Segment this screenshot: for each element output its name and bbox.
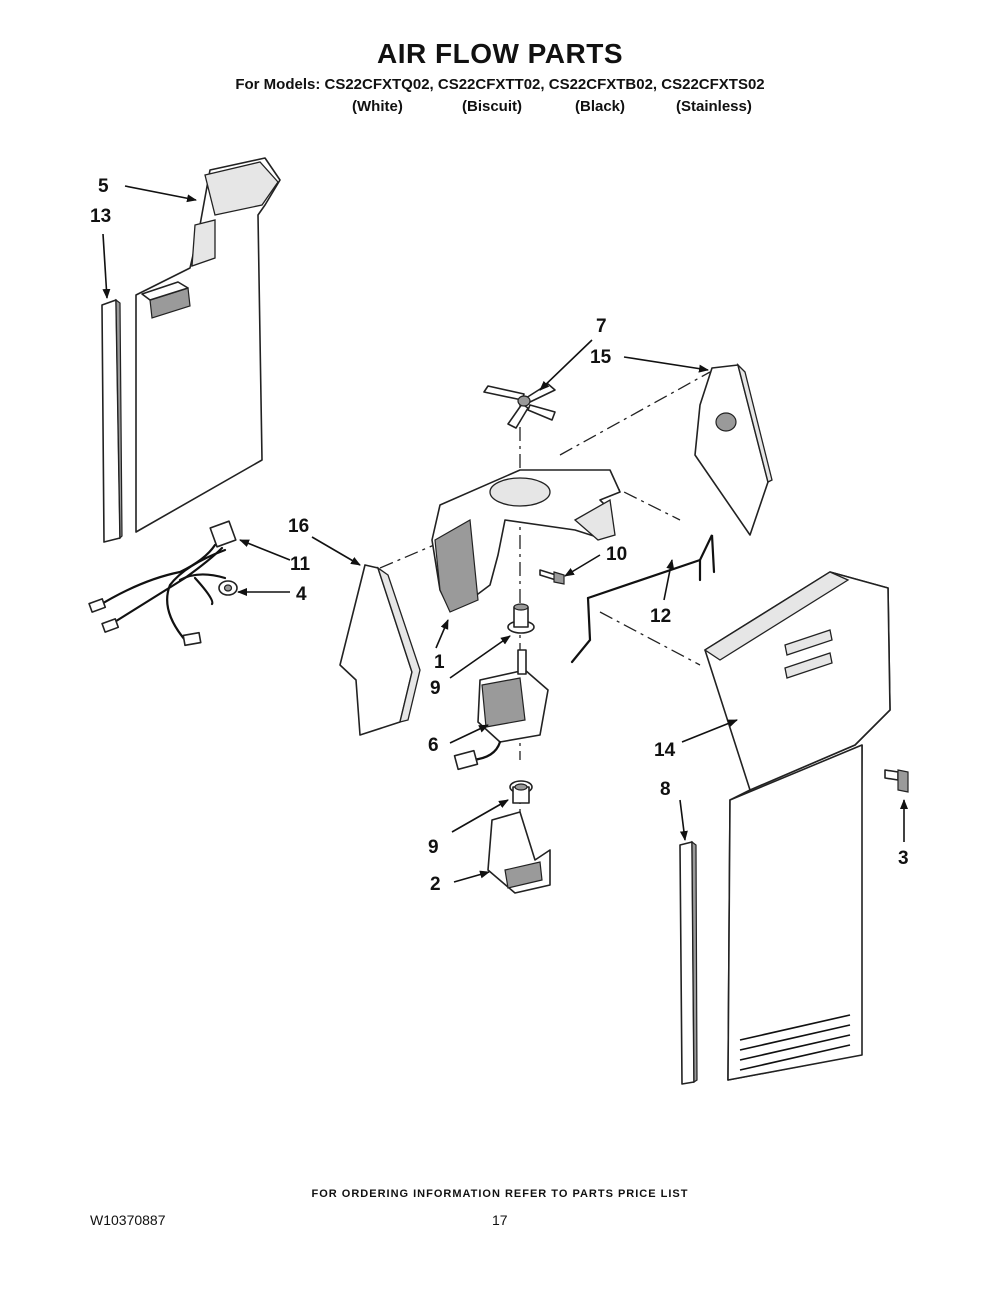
part-4-grommet	[218, 580, 238, 596]
part-8-foam-strip-right	[679, 840, 698, 1085]
part-6-fan-motor	[453, 649, 549, 771]
callout-4: 4	[296, 584, 307, 605]
ordering-note: FOR ORDERING INFORMATION REFER TO PARTS …	[311, 1188, 689, 1200]
part-7-fan-blade	[483, 383, 556, 429]
document-number: W10370887	[90, 1212, 166, 1228]
callout-10: 10	[606, 544, 627, 565]
callout-9-upper: 9	[430, 678, 441, 699]
callout-12: 12	[650, 606, 671, 627]
leader-arrows	[102, 185, 908, 883]
callout-14: 14	[654, 740, 676, 761]
callout-1: 1	[434, 652, 445, 673]
callout-8: 8	[660, 779, 671, 800]
callout-16: 16	[288, 516, 309, 537]
part-11-wire-harness	[88, 520, 237, 647]
variant-biscuit: (Biscuit)	[462, 98, 522, 115]
part-9-bushing-upper	[507, 603, 535, 634]
part-15-baffle-right	[694, 362, 773, 536]
part-10-screw	[539, 569, 565, 585]
callout-2: 2	[430, 874, 441, 895]
part-12-wire-bracket	[570, 534, 716, 664]
part-1-fan-housing	[431, 469, 621, 613]
variant-stainless: (Stainless)	[676, 98, 752, 115]
callout-7: 7	[596, 316, 607, 337]
callout-9-lower: 9	[428, 837, 439, 858]
callout-15: 15	[590, 347, 612, 368]
callout-6: 6	[428, 735, 439, 756]
callout-11: 11	[290, 554, 311, 575]
part-16-baffle-left	[339, 564, 421, 736]
callout-13: 13	[90, 206, 111, 227]
variant-black: (Black)	[575, 98, 626, 115]
page-title: AIR FLOW PARTS	[376, 38, 623, 69]
page-number: 17	[492, 1212, 508, 1228]
part-14-cover-panel	[703, 571, 891, 1081]
models-line: For Models: CS22CFXTQ02, CS22CFXTT02, CS…	[235, 76, 765, 93]
callout-3: 3	[898, 848, 909, 869]
callout-5: 5	[98, 176, 109, 197]
part-13-foam-strip-left	[101, 298, 123, 543]
variant-white: (White)	[352, 98, 403, 115]
part-5-air-duct-panel	[135, 157, 281, 533]
panel-vent-slots	[739, 1014, 851, 1071]
part-2-motor-bracket	[487, 811, 551, 894]
part-9-bushing-lower	[509, 780, 533, 804]
part-3-screw	[884, 769, 909, 793]
